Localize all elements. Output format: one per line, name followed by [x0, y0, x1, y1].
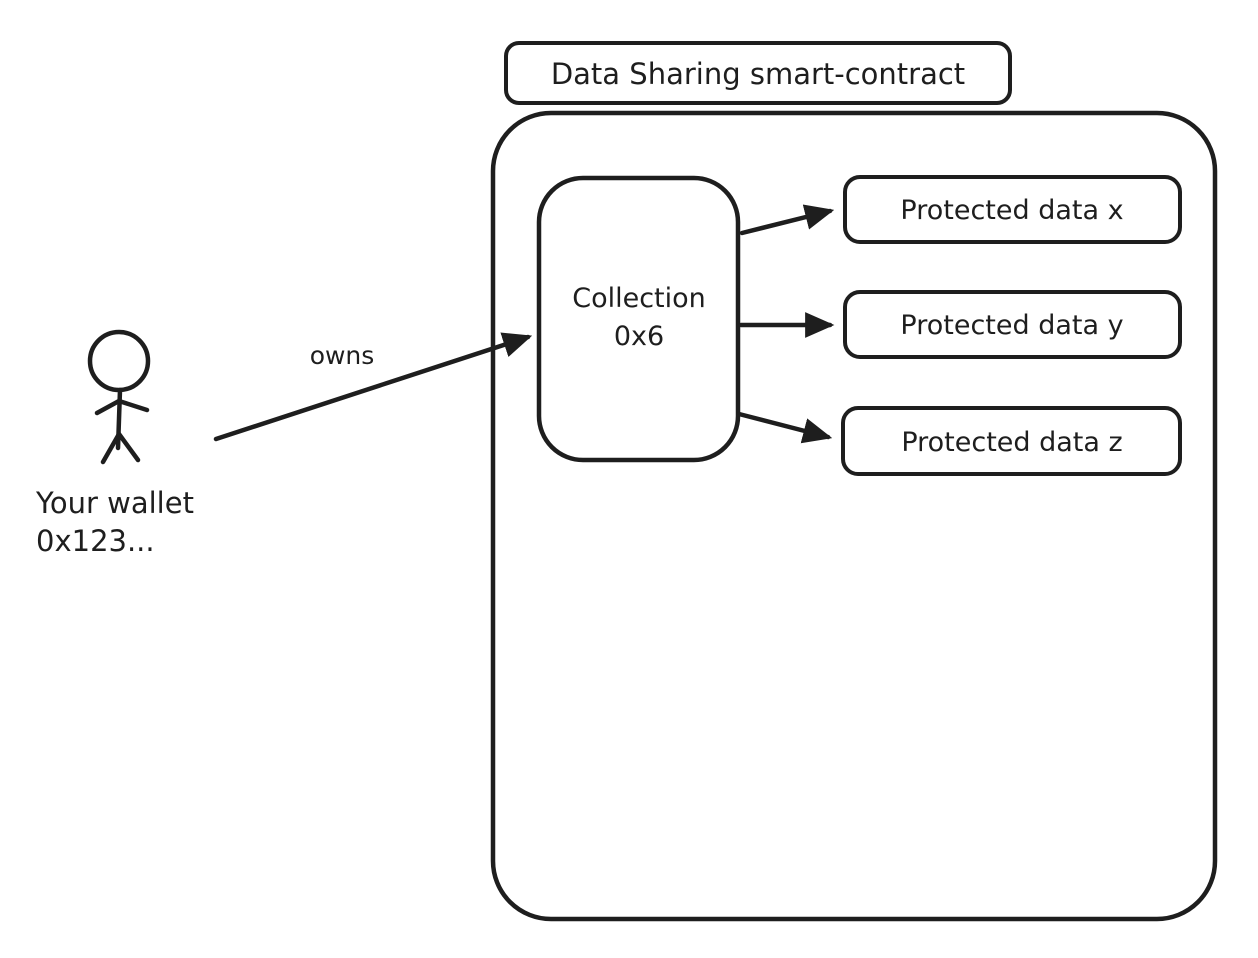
collection-label-line1: Collection — [572, 283, 706, 314]
stick-figure-head — [87, 329, 151, 393]
arrow-collection-to-x — [739, 204, 835, 236]
stick-figure — [87, 329, 151, 465]
collection-box-frame — [536, 175, 741, 463]
protected-data-z-frame — [841, 406, 1182, 476]
collection-label-line2: 0x6 — [614, 321, 664, 352]
protected-data-z-box: Protected data z — [841, 406, 1182, 476]
smart-contract-container — [490, 110, 1218, 922]
protected-data-x-frame — [843, 175, 1182, 244]
protected-data-x-box: Protected data x — [843, 175, 1182, 244]
owns-label: owns — [310, 341, 375, 370]
protected-data-y-frame — [843, 290, 1182, 359]
protected-data-y-label: Protected data y — [900, 310, 1123, 341]
stick-figure-arms — [94, 398, 150, 416]
collection-box: Collection 0x6 — [536, 175, 741, 463]
stick-figure-legs — [100, 431, 141, 465]
protected-data-y-box: Protected data y — [843, 290, 1182, 359]
title-label: Data Sharing smart-contract — [551, 57, 965, 91]
protected-data-z-label: Protected data z — [901, 427, 1122, 458]
protected-data-x-label: Protected data x — [900, 195, 1123, 226]
arrow-owns — [213, 332, 533, 442]
arrow-collection-to-z — [736, 411, 833, 444]
wallet-label: Your wallet 0x123... — [35, 486, 194, 558]
title-box: Data Sharing smart-contract — [504, 41, 1012, 105]
title-box-frame — [504, 41, 1012, 105]
wallet-label-line2: 0x123... — [36, 524, 155, 558]
wallet-label-line1: Your wallet — [35, 486, 194, 520]
